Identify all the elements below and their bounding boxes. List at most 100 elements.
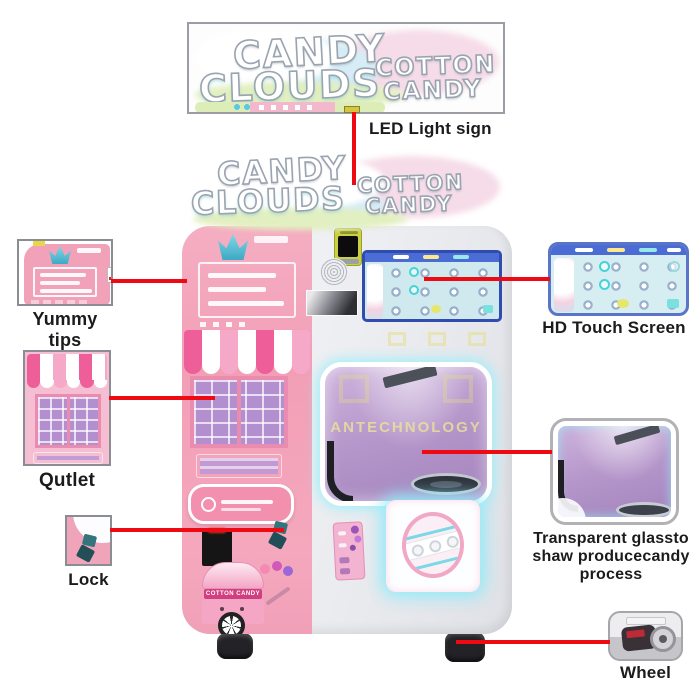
qr-slot (340, 231, 358, 234)
inset-white-corner (558, 498, 586, 517)
screen-item-ring[interactable] (409, 285, 419, 295)
connector-dot (109, 277, 111, 280)
callout-line-led (352, 112, 356, 185)
screen-tab[interactable] (393, 255, 409, 259)
watermark-glyph (468, 332, 486, 346)
screen-mascot (367, 264, 383, 319)
awning-scallops (27, 380, 107, 388)
sticker-bar (339, 567, 351, 575)
candy-pickup-window (386, 500, 480, 592)
pickup-circle (402, 512, 464, 578)
sign-word-clouds: CLOUDS (190, 179, 347, 224)
sun-icon (201, 497, 216, 512)
awning-scallop (53, 380, 67, 388)
outlet-inset (23, 350, 111, 466)
instruction-strip (33, 452, 103, 464)
screen-tab (667, 248, 681, 252)
screen-item-yellow[interactable] (431, 305, 441, 313)
tips-text-row (40, 273, 86, 277)
inset-screen-topbar (551, 245, 686, 255)
callout-label-yummy-tips: Yummy tips (32, 309, 98, 350)
screen-tab (575, 248, 593, 252)
watermark-glyph (443, 375, 473, 403)
touch-screen[interactable] (362, 250, 502, 322)
callout-line-lock (110, 528, 284, 532)
qr-base (337, 259, 359, 264)
callout-label-touch-screen: HD Touch Screen (542, 318, 686, 337)
cart-eye (220, 607, 224, 611)
tips-text-row (40, 289, 92, 293)
screen-topbar (365, 253, 499, 262)
yummy-tips-inset (17, 239, 113, 306)
callout-label-wheel: Wheel (619, 663, 672, 682)
plate-text-row (221, 500, 273, 504)
wheel-mount (626, 617, 666, 625)
awning-scallop (66, 380, 81, 388)
door-lock (267, 520, 294, 552)
sign-base-snowflakes (233, 103, 251, 111)
callout-label-led: LED Light sign (369, 119, 492, 138)
panel-title-mark (254, 236, 288, 243)
inset-title-bar (77, 248, 101, 253)
tips-text-row (208, 287, 266, 292)
awning-scallop (256, 364, 274, 374)
callout-line-touch-screen (424, 277, 550, 281)
screen-item-ring (599, 261, 610, 272)
glass-label-line2: shaw producecandy (532, 548, 690, 565)
decal-sticker (332, 521, 366, 581)
screen-tab (639, 248, 657, 252)
outlet-window (35, 394, 101, 448)
candy-ball-pink (260, 564, 270, 574)
awning-scallop (27, 380, 41, 388)
watermark-glyph (428, 332, 446, 346)
spinner-platter (616, 502, 671, 517)
callout-line-yummy-tips (111, 279, 187, 283)
screen-tab (607, 248, 625, 252)
tips-text-row (208, 301, 284, 306)
wheel-red-label (626, 629, 645, 639)
payment-box (202, 528, 232, 566)
awning-scallop (93, 380, 107, 388)
awning (184, 330, 310, 374)
sticker-dot (354, 535, 362, 543)
sign-word-candy2: CANDY (382, 73, 484, 106)
screen-item-grid[interactable] (385, 264, 499, 319)
logo-ball (445, 534, 460, 550)
glass-label-line1: Transparent glassto (533, 530, 689, 547)
screen-item-ring[interactable] (409, 267, 419, 277)
sign-word-candy2: CANDY (364, 191, 454, 220)
cart-handle (265, 586, 291, 606)
sticker-bar (339, 556, 350, 564)
awning-scallop (80, 380, 94, 388)
sticker-dot (349, 544, 356, 551)
candy-ball-magenta (272, 561, 282, 571)
wheel-body (445, 632, 485, 662)
screen-tab[interactable] (423, 255, 439, 259)
glass-inset (550, 418, 679, 525)
awning-scallop (274, 364, 292, 374)
screen-tab[interactable] (453, 255, 469, 259)
glass-chamber: ANTECHNOLOGY (320, 362, 492, 506)
candy-ball-purple (283, 566, 293, 576)
screen-item-cyan[interactable] (483, 305, 493, 313)
logo-ball (427, 538, 443, 554)
inset-connector (107, 267, 111, 283)
window-divider (66, 397, 70, 445)
candy-cart-graphic: COTTON CANDY (194, 560, 298, 634)
watermark-glyph (339, 375, 369, 403)
awning-scallop (40, 380, 54, 388)
spinner-platter (411, 473, 481, 495)
awning-scallop (238, 364, 256, 374)
yummy-tips-panel (198, 262, 296, 318)
watermark-glyph (388, 332, 406, 346)
inset-bottom-tabs (31, 300, 91, 304)
glass-label-line3: process (579, 566, 643, 583)
awning-scallop (184, 364, 202, 374)
cart-dome (202, 562, 264, 589)
cloud-blob (193, 208, 408, 230)
chamber-watermark-text: ANTECHNOLOGY (330, 419, 482, 436)
callout-line-outlet (109, 396, 215, 400)
inset-tab (33, 241, 45, 246)
sign-base-dots (259, 105, 319, 110)
cloud-blob (185, 152, 385, 212)
